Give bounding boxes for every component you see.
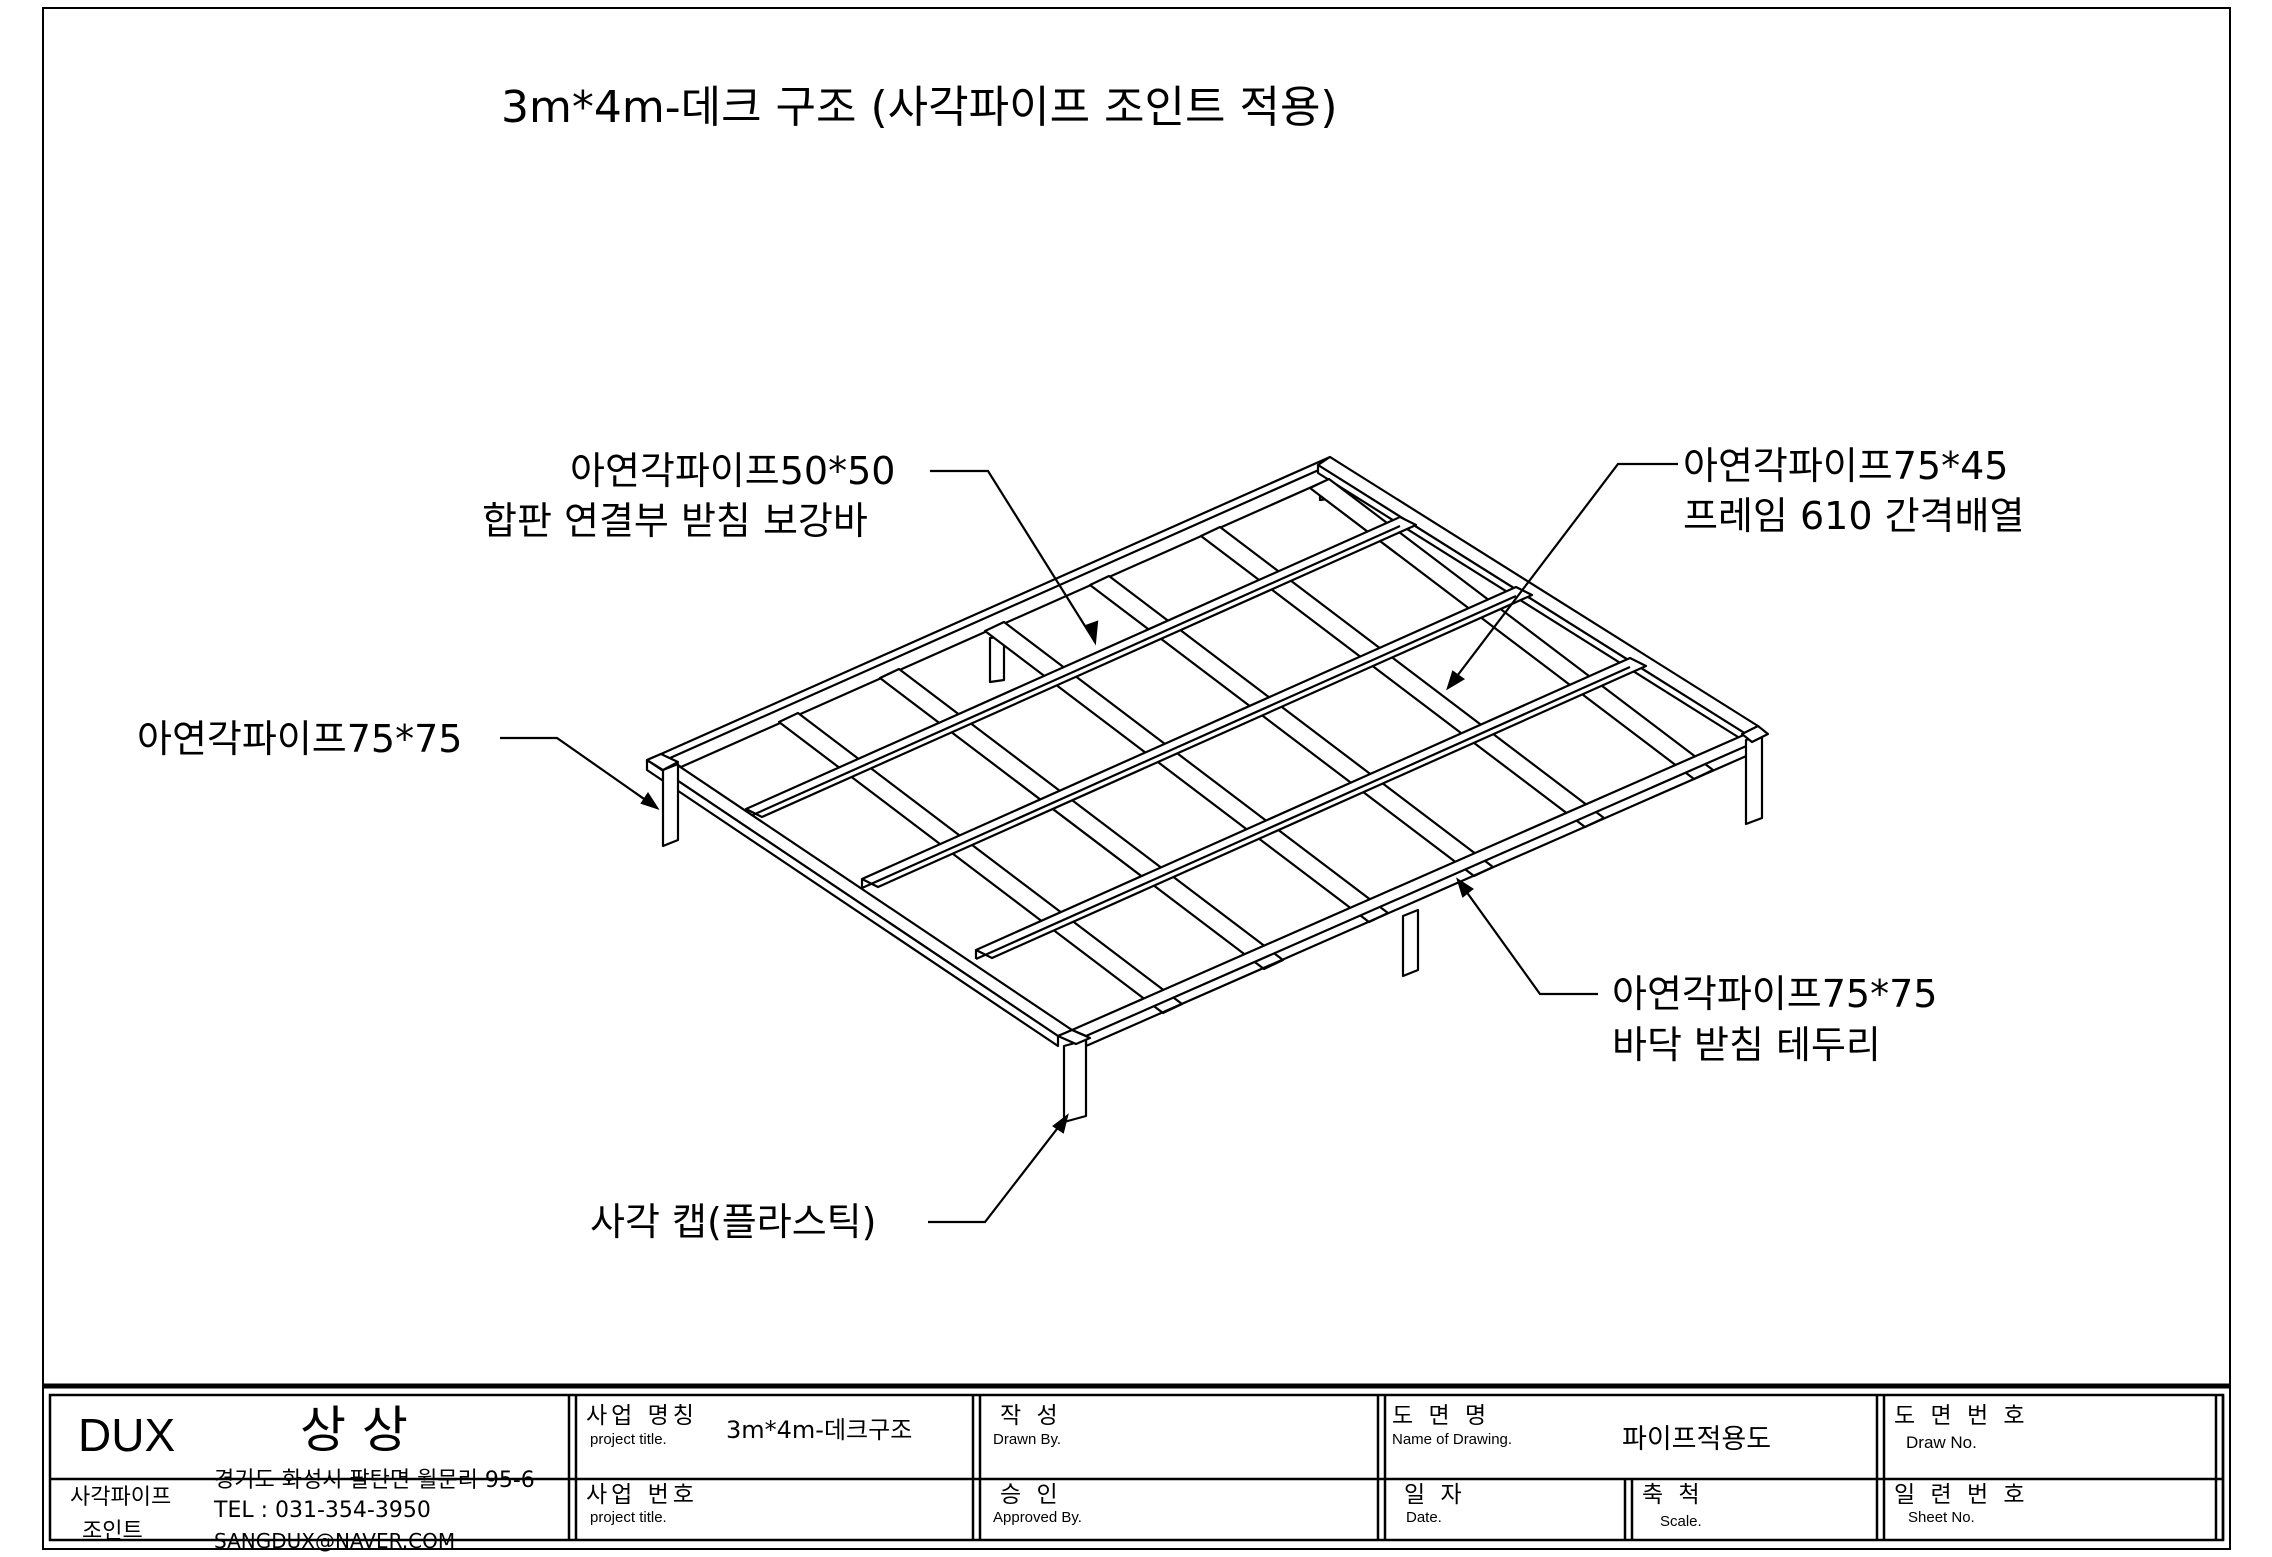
callout-edge-desc: 바닥 받침 테두리 [1612,1023,1881,1067]
drawing-name-value: 파이프적용도 [1622,1424,1772,1455]
leader-lines [500,462,1678,1224]
company-address: 경기도 화성시 팔탄면 월문리 95-6 [214,1468,535,1493]
drawing-name-label: 도 면 명 [1392,1403,1491,1429]
sheet-no-label: 일 련 번 호 [1894,1482,2029,1508]
company-email: SANGDUX@NAVER.COM [214,1529,456,1553]
project-name-label-en: project title. [590,1431,667,1448]
drawing-title: 3m*4m-데크 구조 (사각파이프 조인트 적용) [501,82,1338,133]
callout-frame-spec: 아연각파이프75*45 [1683,444,2009,488]
company-tel: TEL : 031-354-3950 [214,1498,431,1523]
drawing-border [42,7,2231,1550]
callout-cap-spec: 사각 캡(플라스틱) [590,1200,877,1244]
front-legs [661,732,1764,1124]
callout-frame-desc: 프레임 610 간격배열 [1683,494,2025,538]
project-name-value: 3m*4m-데크구조 [726,1416,913,1444]
callout-brace-spec: 아연각파이프50*50 [570,449,896,493]
product-line-1: 사각파이프 [70,1485,172,1510]
approved-by-label: 승 인 [1000,1482,1062,1508]
project-no-label: 사업 번호 [586,1482,698,1508]
scale-label-en: Scale. [1660,1513,1702,1530]
drawn-by-label-en: Drawn By. [993,1431,1062,1448]
drawing-no-label-en: Draw No. [1906,1433,1977,1452]
approved-by-label-en: Approved By. [993,1509,1082,1526]
callout-edge-spec: 아연각파이프75*75 [1612,972,1938,1016]
drawing-no-label: 도 면 번 호 [1894,1403,2029,1429]
corner-caps [645,724,1770,1046]
cross-braces [777,477,1715,1015]
drawn-by-label: 작 성 [1000,1403,1062,1429]
project-name-label: 사업 명칭 [586,1403,698,1429]
scale-label: 축 척 [1642,1482,1704,1508]
date-label: 일 자 [1404,1482,1466,1508]
callout-brace-desc: 합판 연결부 받침 보강바 [482,499,868,543]
title-block [43,1383,2230,1542]
frame-members [744,515,1648,961]
company-brand: DUX [78,1409,176,1461]
deck-frame-structure [645,455,1770,1124]
callout-post-spec: 아연각파이프75*75 [137,717,463,761]
drawing-name-label-en: Name of Drawing. [1392,1431,1513,1448]
company-name: 상 상 [300,1401,408,1459]
date-label-en: Date. [1406,1509,1442,1526]
sheet-no-label-en: Sheet No. [1908,1509,1975,1526]
product-line-2: 조인트 [82,1519,143,1544]
project-no-label-en: project title. [590,1509,667,1526]
